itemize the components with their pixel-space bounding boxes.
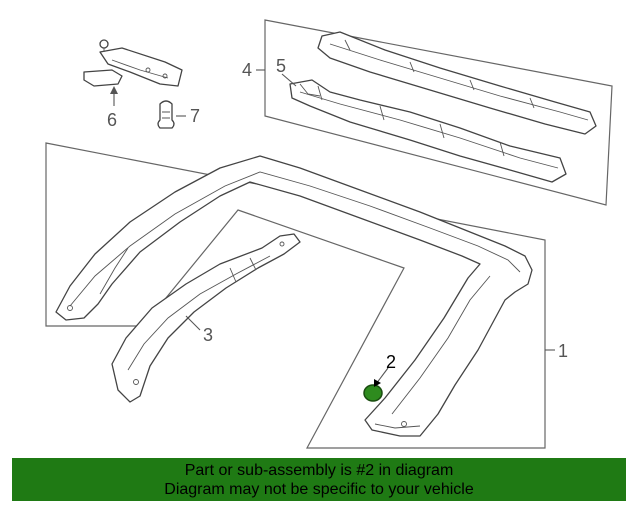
leader-line-5 [281, 73, 297, 87]
callout-1: 1 [558, 341, 568, 361]
part-4-upper-rail [317, 31, 597, 135]
part-7-clip [157, 100, 175, 129]
leader-line-3 [185, 315, 201, 331]
callout-4: 4 [242, 60, 252, 80]
arrowhead-2 [374, 379, 381, 387]
arrowhead-6 [110, 86, 118, 94]
part-1-windshield-frame [55, 155, 533, 437]
part-3-pillar-inner [111, 233, 301, 403]
part-5-bracket [289, 79, 567, 183]
parts-diagram: 1 2 3 4 5 6 7 [45, 19, 613, 449]
callout-3: 3 [203, 325, 213, 345]
callout-2: 2 [386, 352, 396, 372]
info-banner: Part or sub-assembly is #2 in diagram Di… [12, 458, 626, 501]
callout-7: 7 [190, 106, 200, 126]
callout-6: 6 [107, 110, 117, 130]
part-6-hinge [83, 39, 183, 87]
callout-5: 5 [276, 56, 286, 76]
banner-line-2: Diagram may not be specific to your vehi… [164, 481, 474, 498]
part-2-plug-highlighted [363, 384, 383, 402]
banner-line-1: Part or sub-assembly is #2 in diagram [184, 462, 454, 479]
